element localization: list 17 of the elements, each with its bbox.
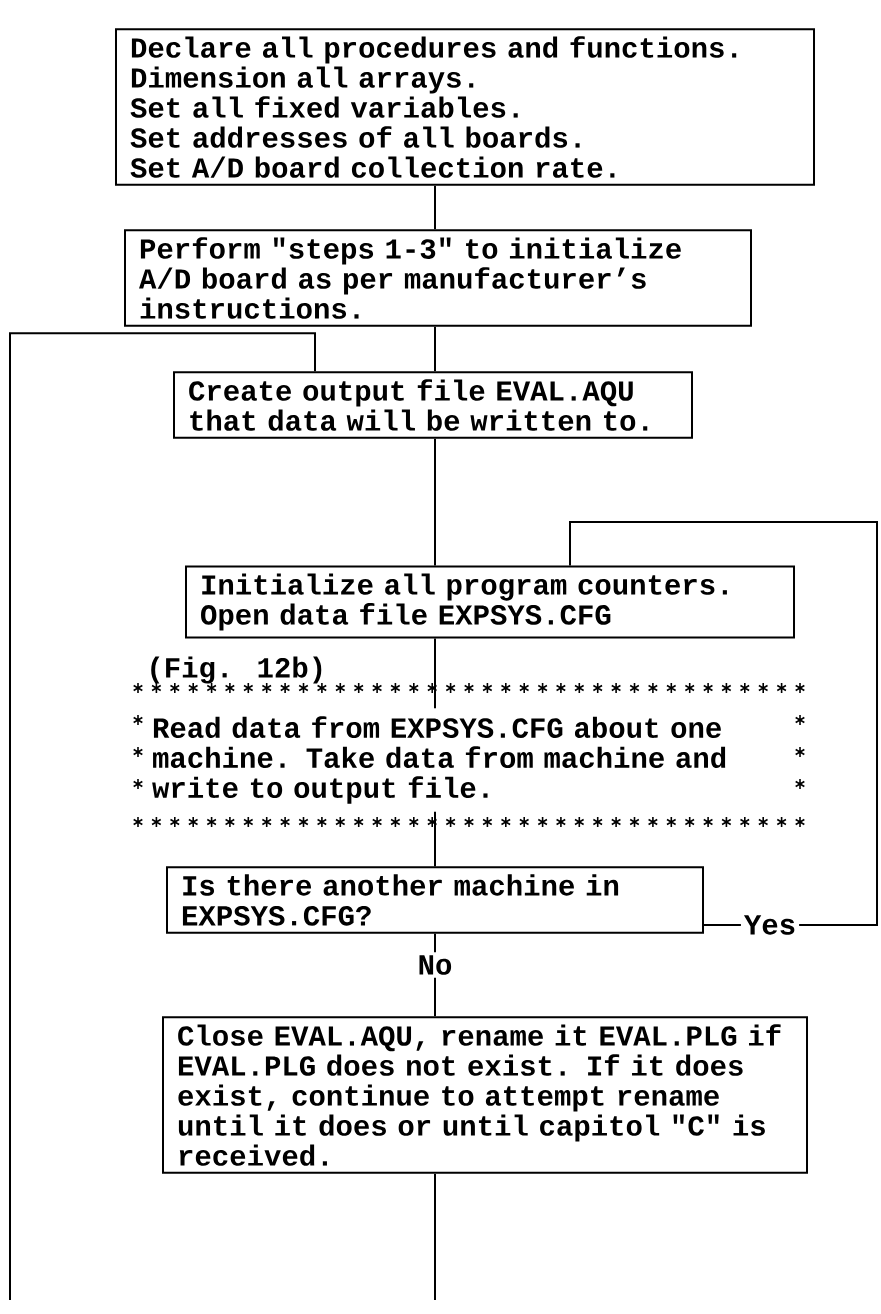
edge-label: Yes [740,912,800,938]
connector-line [434,810,436,868]
connector-line [434,184,436,231]
edge-label: No [414,952,456,978]
process-box: Perform "steps 1-3" to initialize A/D board as per manufacturer’s instructions. [124,229,752,327]
connector-line [9,332,316,1301]
process-box: Is there another machine in EXPSYS.CFG? [166,866,704,934]
process-box: Initialize all program counters. Open data file EXPSYS.CFG [185,565,795,639]
connector-line [434,1172,436,1301]
process-box: Close EVAL.AQU, rename it EVAL.PLG if EVAL.PLG does not exist. If it does exist, continue to attempt rename until it does or until capitol "C" is received. [162,1016,808,1174]
process-box: Declare all procedures and functions. Dimension all arrays. Set all fixed variables. Set addresses of all boards. Set A/D board collection rate. [115,28,815,186]
connector-line [434,637,436,710]
connector-line [569,521,878,926]
process-box: Create output file EVAL.AQU that data will be written to. [173,371,693,439]
connector-line [434,437,436,567]
figure-reference: (Fig. 12b) [151,656,322,684]
connector-line [434,325,436,373]
